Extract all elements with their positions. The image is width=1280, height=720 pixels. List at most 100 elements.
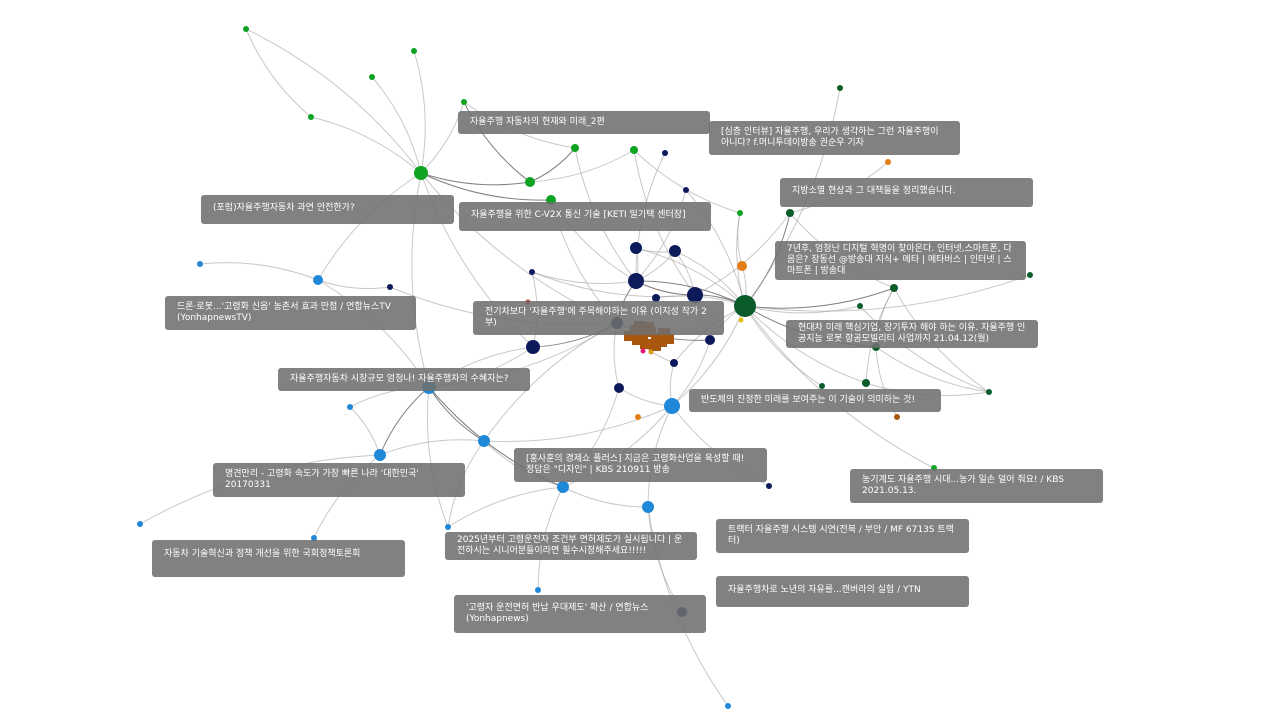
graph-node[interactable] — [664, 398, 680, 414]
graph-node[interactable] — [311, 535, 317, 541]
video-label-license-return[interactable]: '고령자 운전면허 반납 우대제도' 확산 / 연합뉴스 (Yonhapnews… — [454, 595, 706, 633]
graph-node[interactable] — [414, 166, 428, 180]
video-label-senior-license[interactable]: 2025년부터 고령운전자 조건부 면허제도가 실시됩니다 | 운전하시는 시니… — [445, 532, 697, 560]
graph-node[interactable] — [557, 481, 569, 493]
graph-node[interactable] — [630, 146, 638, 154]
graph-node[interactable] — [1027, 272, 1033, 278]
video-label-policy-forum[interactable]: 자동차 기술혁신과 정책 개선을 위한 국회정책토론회 — [152, 540, 405, 577]
video-label-economy-show[interactable]: [홍사훈의 경제쇼 플러스] 지금은 고령화산업을 육성할 때! 정답은 "디자… — [514, 448, 767, 482]
graph-edge — [875, 346, 990, 393]
graph-node[interactable] — [635, 414, 641, 420]
graph-node[interactable] — [374, 449, 386, 461]
graph-node[interactable] — [478, 435, 490, 447]
video-label-hyundai[interactable]: 현대차 미래 핵심기업, 장기투자 해야 하는 이유. 자율주행 인공지능 로봇… — [786, 320, 1038, 348]
graph-node[interactable] — [734, 295, 756, 317]
graph-node[interactable] — [369, 74, 375, 80]
graph-node[interactable] — [652, 294, 660, 302]
graph-edge — [744, 305, 823, 387]
graph-node[interactable] — [885, 159, 891, 165]
video-label-forum-safety[interactable]: (포럼)자율주행자동차 과연 안전한가? — [201, 195, 454, 224]
graph-node[interactable] — [387, 284, 393, 290]
graph-edge — [349, 406, 381, 456]
accent-node — [640, 348, 646, 354]
graph-node[interactable] — [630, 242, 642, 254]
graph-node[interactable] — [737, 261, 747, 271]
graph-node[interactable] — [862, 379, 870, 387]
video-label-digital-revolution[interactable]: 7년후, 엄청난 디지털 혁명이 찾아온다. 인터넷,스마트폰, 다음은? 장동… — [775, 241, 1026, 280]
graph-edge — [447, 486, 564, 528]
video-label-semiconductor[interactable]: 반도체의 진정한 미래를 보여주는 이 기술이 의미하는 것! — [689, 389, 941, 412]
graph-edge — [685, 189, 746, 307]
graph-edge — [413, 50, 426, 174]
graph-edge — [744, 274, 1031, 312]
graph-node[interactable] — [819, 383, 825, 389]
graph-node[interactable] — [669, 245, 681, 257]
graph-node[interactable] — [857, 303, 863, 309]
graph-edge — [379, 439, 485, 456]
graph-node[interactable] — [662, 150, 668, 156]
graph-node[interactable] — [670, 359, 678, 367]
graph-edge — [317, 279, 391, 290]
graph-node[interactable] — [313, 275, 323, 285]
graph-node[interactable] — [786, 209, 794, 217]
video-label-why-autonomous[interactable]: 전기차보다 '자율주행'에 주목해야하는 이유 (이지성 작가 2부) — [473, 301, 724, 335]
graph-node[interactable] — [628, 273, 644, 289]
graph-node[interactable] — [411, 48, 417, 54]
graph-edge — [633, 149, 741, 214]
graph-node[interactable] — [890, 284, 898, 292]
graph-node[interactable] — [526, 340, 540, 354]
graph-node[interactable] — [737, 210, 743, 216]
graph-node[interactable] — [986, 389, 992, 395]
graph-node[interactable] — [571, 144, 579, 152]
graph-edge — [426, 386, 449, 528]
graph-edge — [859, 305, 990, 393]
graph-node[interactable] — [461, 99, 467, 105]
graph-node[interactable] — [683, 187, 689, 193]
graph-node[interactable] — [197, 261, 203, 267]
graph-node[interactable] — [687, 287, 703, 303]
graph-edge — [744, 305, 867, 384]
graph-edge — [531, 271, 696, 298]
graph-node[interactable] — [837, 85, 843, 91]
graph-edge — [531, 271, 637, 285]
video-label-farm-machinery[interactable]: 농기계도 자율주행 시대...농가 일손 덜어 줘요! / KBS 2021.0… — [850, 469, 1103, 503]
graph-edge — [744, 305, 861, 314]
graph-edge — [562, 486, 649, 508]
cluster-node — [632, 335, 644, 345]
graph-node[interactable] — [529, 269, 535, 275]
graph-node[interactable] — [137, 521, 143, 527]
video-label-indepth-interview[interactable]: [심층 인터뷰] 자율주행, 우리가 생각하는 그런 자율주행이 아니다? f.… — [709, 121, 960, 155]
cluster-node — [624, 331, 636, 341]
cluster-node — [640, 339, 652, 349]
cluster-node — [662, 334, 674, 344]
graph-edge — [483, 405, 673, 443]
graph-edge — [420, 101, 465, 174]
graph-node[interactable] — [308, 114, 314, 120]
graph-node[interactable] — [705, 335, 715, 345]
video-label-tractor-demo[interactable]: 트랙터 자율주행 시스템 시연(전북 / 부안 / MF 6713S 트랙터) — [716, 519, 969, 553]
video-label-cv2x[interactable]: 자율주행을 위한 C-V2X 통신 기술 [KETI 밀기택 센터장] — [459, 202, 711, 231]
graph-node[interactable] — [525, 177, 535, 187]
graph-node[interactable] — [614, 383, 624, 393]
graph-node[interactable] — [535, 587, 541, 593]
graph-node[interactable] — [766, 483, 772, 489]
graph-edge — [199, 262, 319, 281]
graph-node[interactable] — [725, 703, 731, 709]
graph-node[interactable] — [445, 524, 451, 530]
graph-edge — [694, 212, 791, 296]
video-label-regional-decline[interactable]: 지방소멸 현상과 그 대책들을 정리했습니다. — [780, 178, 1033, 207]
graph-edge — [420, 172, 552, 201]
graph-edge — [428, 386, 485, 442]
video-label-aging-korea[interactable]: 명견만리 - 고령화 속도가 가장 빠른 나라 '대한민국' 20170331 — [213, 463, 465, 497]
graph-node[interactable] — [243, 26, 249, 32]
video-label-market-size[interactable]: 자율주행자동차 시장규모 엄청나! 자율주행차의 수혜자는? — [278, 368, 530, 391]
video-label-autonomous-car-future[interactable]: 자율주행 자동차의 현재와 미래_2편 — [458, 111, 710, 134]
graph-node[interactable] — [894, 414, 900, 420]
accent-node — [648, 349, 654, 355]
video-label-drone-robot[interactable]: 드론·로봇...'고령화 신음' 농촌서 효과 만점 / 연합뉴스TV (Yon… — [165, 296, 416, 330]
video-label-canberra[interactable]: 자율주행차로 노년의 자유를...캔버라의 실험 / YTN — [716, 576, 969, 607]
graph-edge — [245, 28, 312, 118]
graph-edge — [371, 76, 422, 174]
graph-node[interactable] — [642, 501, 654, 513]
graph-node[interactable] — [347, 404, 353, 410]
